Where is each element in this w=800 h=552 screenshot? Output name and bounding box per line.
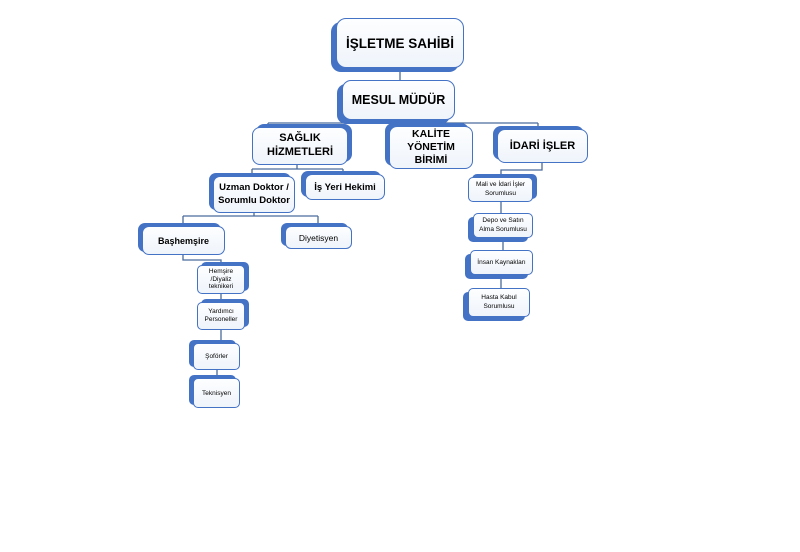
org-node-label: Yardımcı Personeller bbox=[204, 307, 238, 323]
org-node-yardimci-personeller: Yardımcı Personeller bbox=[197, 302, 245, 330]
org-node-mali-ve-idari-isler-sorumlusu: Mali ve İdari İşler Sorumlusu bbox=[468, 177, 533, 202]
org-node-hemsire-diyaliz-teknikeri: Hemşire /Diyaliz teknikeri bbox=[197, 265, 245, 294]
org-node-label: İş Yeri Hekimi bbox=[314, 181, 376, 193]
org-node-label: Başhemşire bbox=[157, 235, 210, 246]
org-node-is-yeri-hekimi: İş Yeri Hekimi bbox=[305, 174, 385, 200]
org-node-box: MESUL MÜDÜR bbox=[342, 80, 455, 120]
org-node-hasta-kabul-sorumlusu: Hasta Kabul Sorumlusu bbox=[468, 288, 530, 317]
org-node-box: İş Yeri Hekimi bbox=[305, 174, 385, 200]
org-node-box: Mali ve İdari İşler Sorumlusu bbox=[468, 177, 533, 202]
org-node-box: Teknisyen bbox=[193, 378, 240, 408]
org-node-uzman-doktor: Uzman Doktor / Sorumlu Doktor bbox=[213, 176, 295, 213]
org-node-diyetisyen: Diyetisyen bbox=[285, 226, 352, 249]
org-node-label: Hemşire /Diyaliz teknikeri bbox=[208, 267, 234, 291]
org-node-box: Hemşire /Diyaliz teknikeri bbox=[197, 265, 245, 294]
org-node-box: Başhemşire bbox=[142, 226, 225, 255]
org-node-label: Teknisyen bbox=[202, 389, 231, 397]
org-node-label: İDARİ İŞLER bbox=[509, 140, 576, 152]
org-node-box: Yardımcı Personeller bbox=[197, 302, 245, 330]
org-node-box: Diyetisyen bbox=[285, 226, 352, 249]
org-node-bashemsire: Başhemşire bbox=[142, 226, 225, 255]
org-node-soforler: Şoförler bbox=[193, 343, 240, 370]
org-node-label: Şoförler bbox=[205, 353, 228, 360]
org-node-box: KALİTE YÖNETİM BİRİMİ bbox=[389, 126, 473, 169]
org-node-label: KALİTE YÖNETİM BİRİMİ bbox=[407, 127, 455, 167]
org-node-label: İŞLETME SAHİBİ bbox=[345, 35, 454, 51]
org-node-label: Diyetisyen bbox=[298, 232, 339, 243]
org-node-box: SAĞLIK HİZMETLERİ bbox=[252, 127, 348, 165]
org-node-box: İŞLETME SAHİBİ bbox=[336, 18, 464, 68]
org-node-teknisyen: Teknisyen bbox=[193, 378, 240, 408]
org-node-insan-kaynaklari: İnsan Kaynakları bbox=[470, 250, 533, 275]
org-node-label: Depo ve Satın Alma Sorumlusu bbox=[479, 217, 527, 233]
org-node-label: İnsan Kaynakları bbox=[477, 259, 526, 266]
org-node-label: Hasta Kabul Sorumlusu bbox=[481, 294, 517, 310]
org-node-isletme-sahibi: İŞLETME SAHİBİ bbox=[336, 18, 464, 68]
org-node-box: İnsan Kaynakları bbox=[470, 250, 533, 275]
org-node-box: Hasta Kabul Sorumlusu bbox=[468, 288, 530, 317]
org-node-box: Uzman Doktor / Sorumlu Doktor bbox=[213, 176, 295, 213]
org-node-mesul-mudur: MESUL MÜDÜR bbox=[342, 80, 455, 120]
org-node-label: SAĞLIK HİZMETLERİ bbox=[267, 132, 333, 158]
org-node-box: Şoförler bbox=[193, 343, 240, 370]
org-node-label: Uzman Doktor / Sorumlu Doktor bbox=[218, 182, 290, 206]
org-node-depo-ve-satin-alma-sorumlusu: Depo ve Satın Alma Sorumlusu bbox=[473, 213, 533, 238]
org-node-idari-isler: İDARİ İŞLER bbox=[497, 129, 588, 163]
org-node-box: İDARİ İŞLER bbox=[497, 129, 588, 163]
org-node-box: Depo ve Satın Alma Sorumlusu bbox=[473, 213, 533, 238]
org-node-label: MESUL MÜDÜR bbox=[351, 93, 446, 107]
org-node-kalite-yonetim-birimi: KALİTE YÖNETİM BİRİMİ bbox=[389, 126, 473, 169]
org-node-label: Mali ve İdari İşler Sorumlusu bbox=[475, 181, 526, 197]
org-node-saglik-hizmetleri: SAĞLIK HİZMETLERİ bbox=[252, 127, 348, 165]
